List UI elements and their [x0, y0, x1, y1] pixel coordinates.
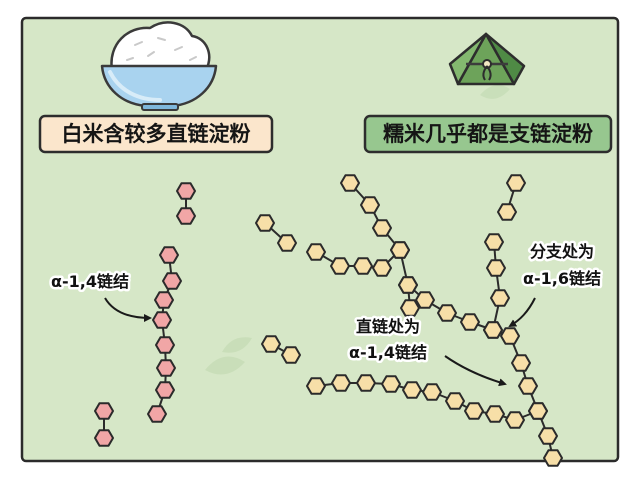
- linear-label-line1: 直链处为: [356, 317, 420, 336]
- glucose-unit: [483, 321, 503, 339]
- linear-bond-arrow: [444, 355, 507, 387]
- glucose-unit: [94, 429, 114, 447]
- right-title-banner: 糯米几乎都是支链淀粉: [363, 114, 613, 154]
- glucose-unit: [356, 374, 376, 392]
- amylose-chain: [94, 182, 196, 447]
- glucose-unit: [538, 427, 558, 445]
- glucose-unit: [445, 392, 465, 410]
- glucose-unit: [497, 203, 517, 221]
- glucose-unit: [360, 196, 380, 214]
- amylopectin-network: [255, 174, 563, 467]
- glucose-unit: [147, 405, 167, 423]
- left-bond-arrow: [104, 297, 152, 322]
- glucose-unit: [398, 276, 418, 294]
- glucose-unit: [331, 374, 351, 392]
- glucose-unit: [306, 243, 326, 261]
- branch-label-line1: 分支处为: [530, 242, 594, 261]
- glucose-unit: [162, 272, 182, 290]
- left-title-text: 白米含较多直链淀粉: [62, 122, 251, 146]
- rice-bowl-icon: [100, 21, 218, 111]
- glucose-unit: [528, 402, 548, 420]
- glucose-unit: [155, 381, 175, 399]
- glucose-unit: [486, 259, 506, 277]
- glucose-unit: [490, 289, 510, 307]
- glucose-unit: [511, 354, 531, 372]
- glucose-unit: [277, 234, 297, 252]
- glucose-unit: [485, 405, 505, 423]
- glucose-unit: [381, 375, 401, 393]
- right-title-text: 糯米几乎都是支链淀粉: [383, 122, 593, 146]
- glucose-unit: [306, 377, 326, 395]
- zongzi-icon: [448, 32, 526, 86]
- glucose-unit: [464, 402, 484, 420]
- left-bond-label: α-1,4链结: [51, 272, 129, 291]
- glucose-unit: [400, 299, 420, 317]
- glucose-unit: [518, 377, 538, 395]
- branch-label-line2: α-1,6链结: [523, 269, 601, 288]
- glucose-unit: [340, 174, 360, 192]
- glucose-unit: [500, 327, 520, 345]
- glucose-unit: [176, 182, 196, 200]
- glucose-unit: [372, 219, 392, 237]
- branch-bond-arrow: [508, 297, 536, 328]
- glucose-unit: [437, 304, 457, 322]
- glucose-unit: [390, 241, 410, 259]
- glucose-unit: [506, 174, 526, 192]
- glucose-unit: [154, 291, 174, 309]
- glucose-unit: [460, 313, 480, 331]
- glucose-unit: [156, 359, 176, 377]
- glucose-unit: [402, 381, 422, 399]
- glucose-unit: [505, 411, 525, 429]
- glucose-unit: [152, 311, 172, 329]
- linear-label-line2: α-1,4链结: [349, 343, 427, 362]
- glucose-unit: [155, 336, 175, 354]
- left-title-banner: 白米含较多直链淀粉: [38, 114, 274, 154]
- glucose-unit: [543, 449, 563, 467]
- glucose-unit: [261, 335, 281, 353]
- glucose-unit: [255, 214, 275, 232]
- glucose-unit: [330, 257, 350, 275]
- glucose-unit: [422, 383, 442, 401]
- glucose-unit: [159, 246, 179, 264]
- glucose-unit: [353, 257, 373, 275]
- glucose-unit: [415, 291, 435, 309]
- glucose-unit: [484, 233, 504, 251]
- glucose-unit: [281, 346, 301, 364]
- glucose-unit: [176, 207, 196, 225]
- glucose-unit: [372, 259, 392, 277]
- glucose-unit: [94, 402, 114, 420]
